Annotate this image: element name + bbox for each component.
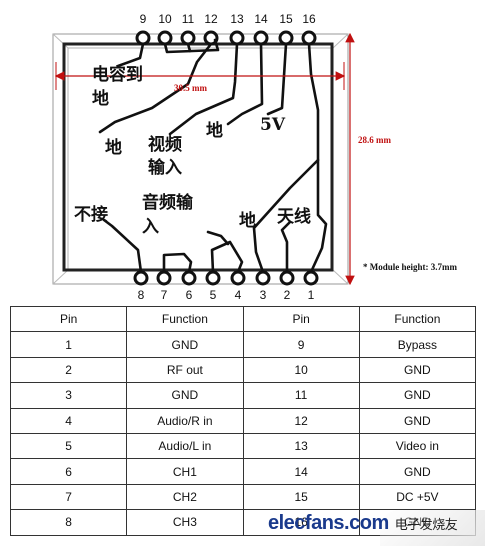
table-cell: GND <box>358 356 477 384</box>
table-cell: 6 <box>9 458 128 485</box>
table-row: 1 GND 9 Bypass <box>9 331 477 358</box>
table-header-row: Pin Function Pin Function <box>9 305 477 333</box>
height-dimension-label: 28.6 mm <box>358 135 391 145</box>
watermark-overlay <box>380 510 485 546</box>
table-cell: GND <box>126 331 244 358</box>
table-cell: 12 <box>242 407 360 434</box>
no-connect-label: 不接 <box>74 204 108 225</box>
table-cell: Audio/L in <box>126 432 244 460</box>
table-cell: 14 <box>242 458 360 485</box>
bottom-pins <box>133 270 319 286</box>
bottom-pin-label: 1 <box>308 288 315 300</box>
ground-left-label: 地 <box>105 137 122 158</box>
table-cell: 8 <box>9 509 128 536</box>
top-pins <box>135 30 317 46</box>
table-cell: Audio/R in <box>126 407 244 434</box>
table-cell: 13 <box>242 432 360 460</box>
table-cell: Bypass <box>358 331 477 358</box>
table-cell: 7 <box>9 483 128 511</box>
column-header: Pin <box>242 305 360 333</box>
table-row: 6 CH1 14 GND <box>9 458 477 485</box>
table-cell: 9 <box>242 331 360 358</box>
table-row: 8 CH3 16 GND <box>9 509 477 536</box>
top-pin-label: 13 <box>230 12 244 26</box>
table-cell: CH3 <box>126 509 244 536</box>
cap-to-ground-label-2: 地 <box>92 88 109 109</box>
table-cell: CH1 <box>126 458 244 485</box>
top-pin-label: 9 <box>140 12 147 26</box>
video-in-label: 视频 <box>148 134 182 155</box>
audio-in-label-2: 入 <box>142 217 159 237</box>
audio-in-label: 音频输 <box>142 192 194 213</box>
ground-right-label: 地 <box>239 210 256 231</box>
table-cell: DC +5V <box>358 483 477 511</box>
column-header: Function <box>126 305 244 333</box>
column-header: Function <box>358 305 477 333</box>
bottom-pin-label: 4 <box>235 288 242 300</box>
table-cell: GND <box>358 382 477 409</box>
top-pin-label: 16 <box>302 12 316 26</box>
pcb-frame <box>62 42 334 272</box>
table-row: 2 RF out 10 GND <box>9 356 477 384</box>
module-height-note: * Module height: 3.7mm <box>363 262 457 272</box>
ground-mid-label: 地 <box>206 120 223 141</box>
table-cell: 16 <box>242 509 360 536</box>
bottom-pin-label: 7 <box>161 288 168 300</box>
pin-function-table: Pin Function Pin Function 1 GND 9 Bypass… <box>9 305 477 536</box>
table-row: 3 GND 11 GND <box>9 382 477 409</box>
module-pinout-diagram: 9 10 11 12 13 14 15 16 8 7 6 5 4 3 <box>52 12 457 300</box>
five-volt-label: 5V <box>260 115 286 135</box>
table-cell: GND <box>126 382 244 409</box>
bottom-pin-label: 6 <box>186 288 193 300</box>
table-cell: CH2 <box>126 483 244 511</box>
table-cell: 10 <box>242 356 360 384</box>
table-cell: Video in <box>358 432 477 460</box>
width-dimension-label: 30.5 mm <box>174 83 207 93</box>
table-cell: 15 <box>242 483 360 511</box>
bottom-pin-labels: 8 7 6 5 4 3 2 1 <box>138 288 315 300</box>
bottom-pin-label: 8 <box>138 288 145 300</box>
antenna-label: 天线 <box>277 206 311 227</box>
top-pin-label: 12 <box>204 12 218 26</box>
table-cell: 3 <box>9 382 128 409</box>
bottom-pin-label: 3 <box>260 288 267 300</box>
cap-to-ground-label: 电容到 <box>92 64 143 85</box>
column-header: Pin <box>9 305 128 333</box>
top-pin-labels: 9 10 11 12 13 14 15 16 <box>140 12 316 26</box>
table-cell: 2 <box>9 356 128 384</box>
elecfans-logo: elecfans.com 电子发烧友 <box>268 512 458 535</box>
table-cell: RF out <box>126 356 244 384</box>
top-pin-label: 14 <box>254 12 268 26</box>
video-in-label-2: 输入 <box>148 157 182 178</box>
table-cell: 11 <box>242 382 360 409</box>
table-cell: 5 <box>9 432 128 460</box>
bottom-pin-label: 2 <box>284 288 291 300</box>
table-cell: GND <box>358 458 477 485</box>
top-pin-label: 15 <box>279 12 293 26</box>
table-row: 7 CH2 15 DC +5V <box>9 483 477 511</box>
top-pin-label: 11 <box>182 12 195 26</box>
wiring <box>98 38 328 274</box>
table-cell: 4 <box>9 407 128 434</box>
bottom-pin-label: 5 <box>210 288 217 300</box>
table-cell: 1 <box>9 331 128 358</box>
table-row: 4 Audio/R in 12 GND <box>9 407 477 434</box>
table-cell: GND <box>358 407 477 434</box>
logo-text: elecfans.com <box>268 512 389 534</box>
table-row: 5 Audio/L in 13 Video in <box>9 432 477 460</box>
logo-subtitle: 电子发烧友 <box>394 518 458 533</box>
top-pin-label: 10 <box>158 12 172 26</box>
